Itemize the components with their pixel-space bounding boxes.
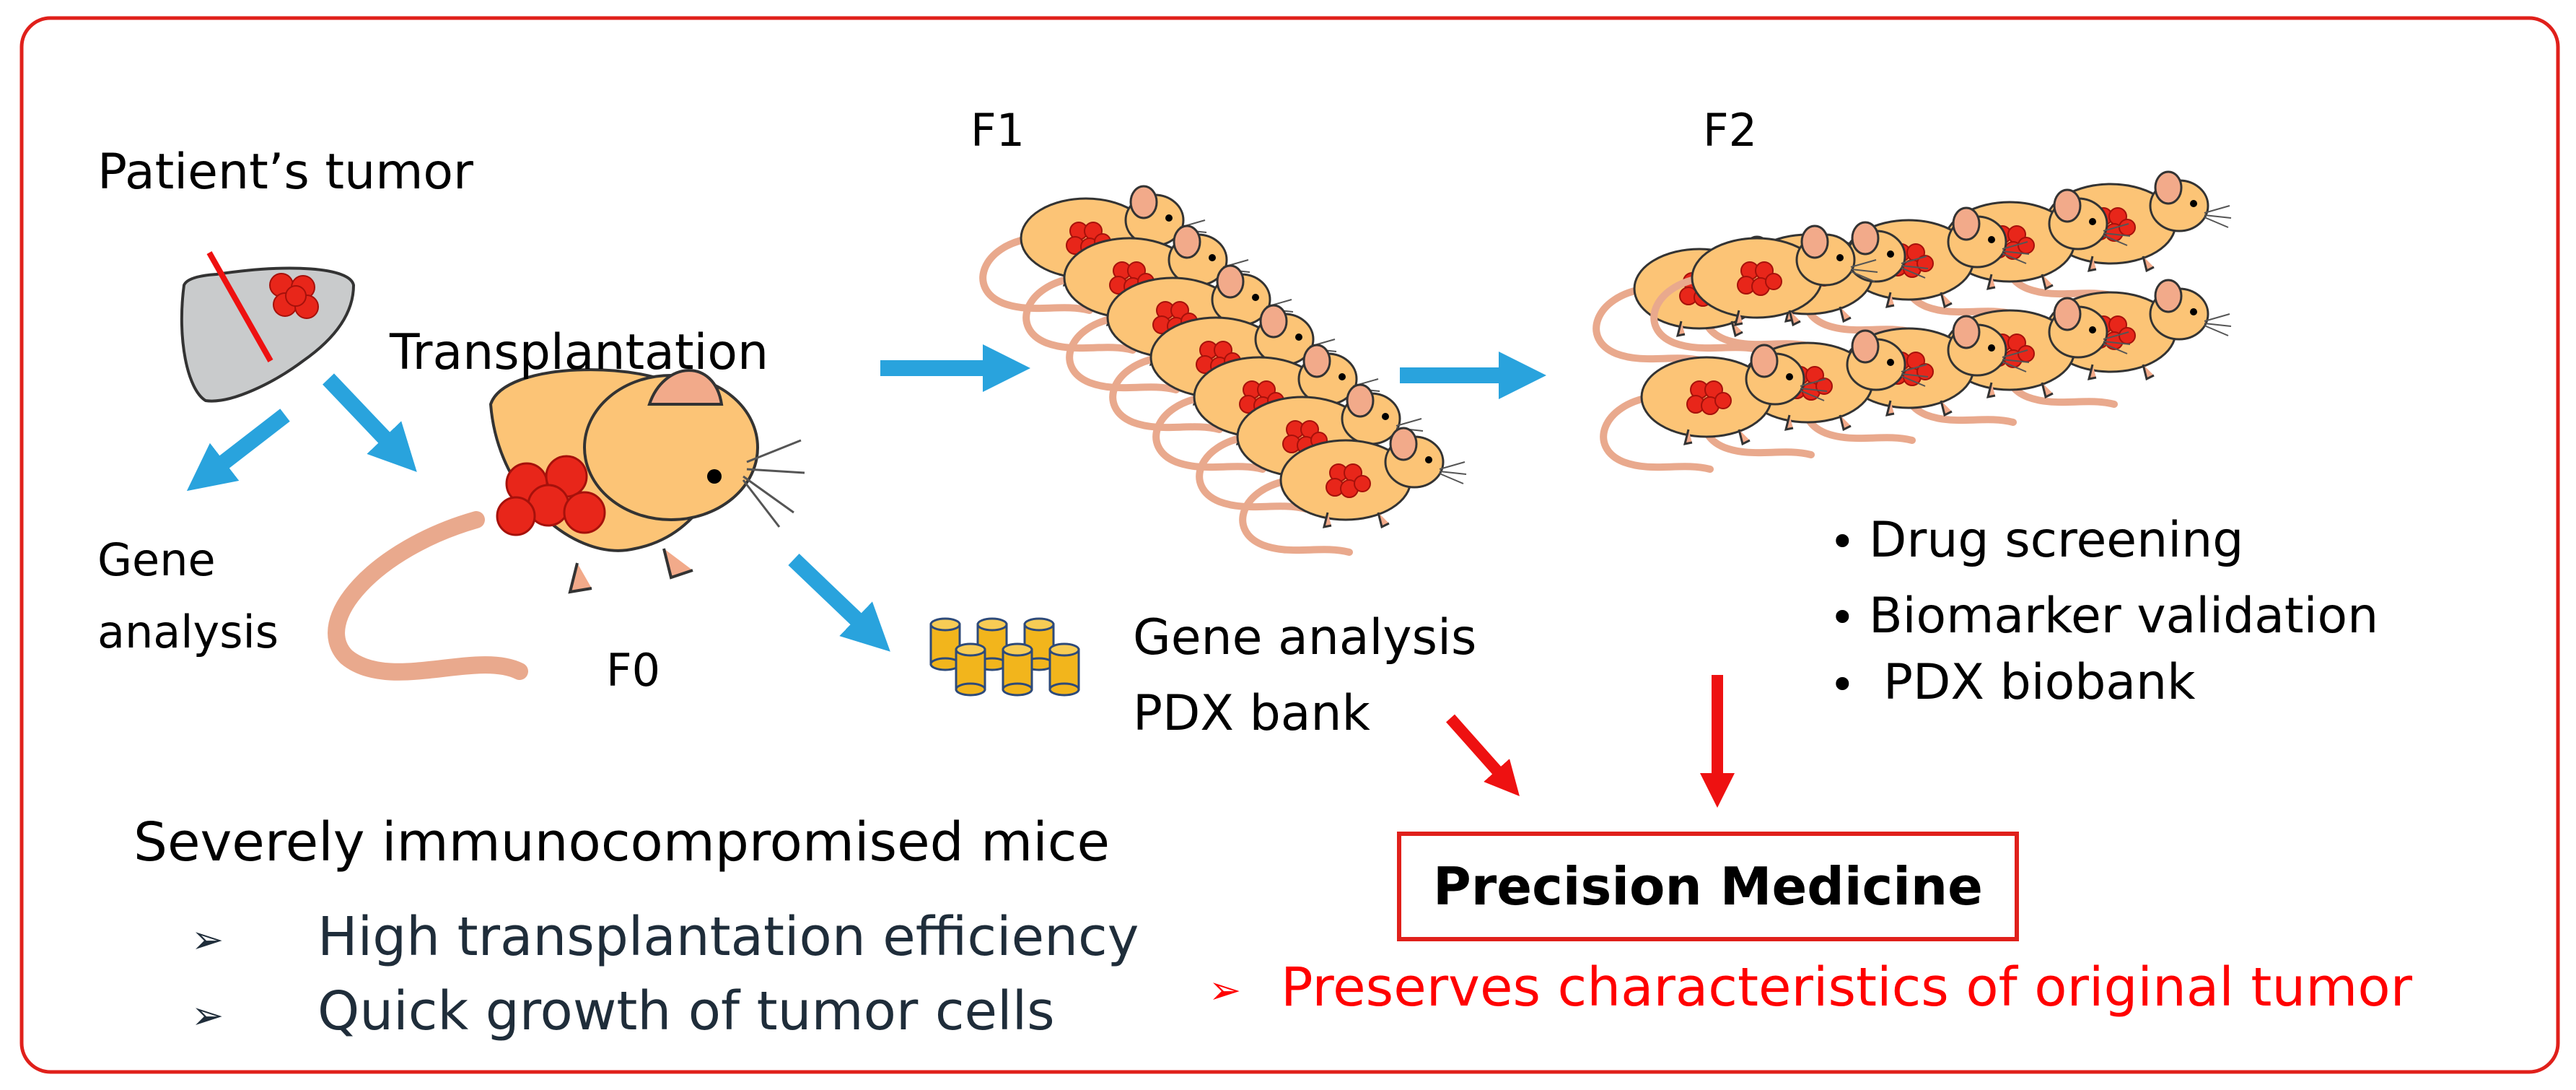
- gene-label-line1: Gene: [97, 533, 216, 586]
- use-bullet-3: •: [1829, 658, 1856, 711]
- preserves-text: Preserves characteristics of original tu…: [1281, 956, 2413, 1019]
- f2-mouse-group: [1596, 172, 2231, 469]
- f1-label: F1: [971, 104, 1025, 157]
- arrow-pdx-to-precision: [1446, 714, 1520, 796]
- blue-arrows: [186, 344, 1546, 652]
- use-item-2: Biomarker validation: [1869, 588, 2379, 645]
- patient-tumor-label: Patient’s tumor: [97, 144, 473, 201]
- point-marker-2: ➢: [191, 993, 224, 1038]
- outer-frame: [19, 16, 2560, 1074]
- gene-label-line2: analysis: [97, 606, 279, 658]
- f0-mouse-illustration: [328, 368, 805, 681]
- precision-medicine-box: Precision Medicine: [1397, 832, 2019, 941]
- f1-mouse-group: [983, 186, 1466, 552]
- transplantation-label: Transplantation: [390, 324, 769, 381]
- use-item-1: Drug screening: [1869, 512, 2244, 569]
- use-bullet-1: •: [1829, 515, 1856, 568]
- use-item-3: PDX biobank: [1883, 654, 2196, 711]
- gene-analysis-pdx-line2: PDX bank: [1133, 685, 1370, 742]
- preserves-marker: ➢: [1209, 967, 1242, 1013]
- mice-point-1: High transplantation efficiency: [317, 906, 1139, 968]
- pdx-bank-tubes: [929, 617, 1080, 697]
- liver-illustration: [180, 251, 356, 403]
- precision-medicine-label: Precision Medicine: [1433, 856, 1983, 917]
- mice-heading: Severely immunocompromised mice: [133, 811, 1110, 873]
- arrow-liver-to-mouse: [323, 373, 417, 472]
- f0-label: F0: [606, 644, 661, 697]
- point-marker-1: ➢: [191, 917, 224, 962]
- mice-point-2: Quick growth of tumor cells: [317, 980, 1055, 1042]
- gene-analysis-pdx-line1: Gene analysis: [1133, 609, 1477, 666]
- arrow-liver-to-gene: [186, 409, 290, 492]
- use-bullet-2: •: [1829, 591, 1856, 644]
- f2-label: F2: [1703, 104, 1758, 157]
- arrow-f0-to-tubes: [788, 554, 890, 652]
- red-arrows: [1446, 675, 1735, 808]
